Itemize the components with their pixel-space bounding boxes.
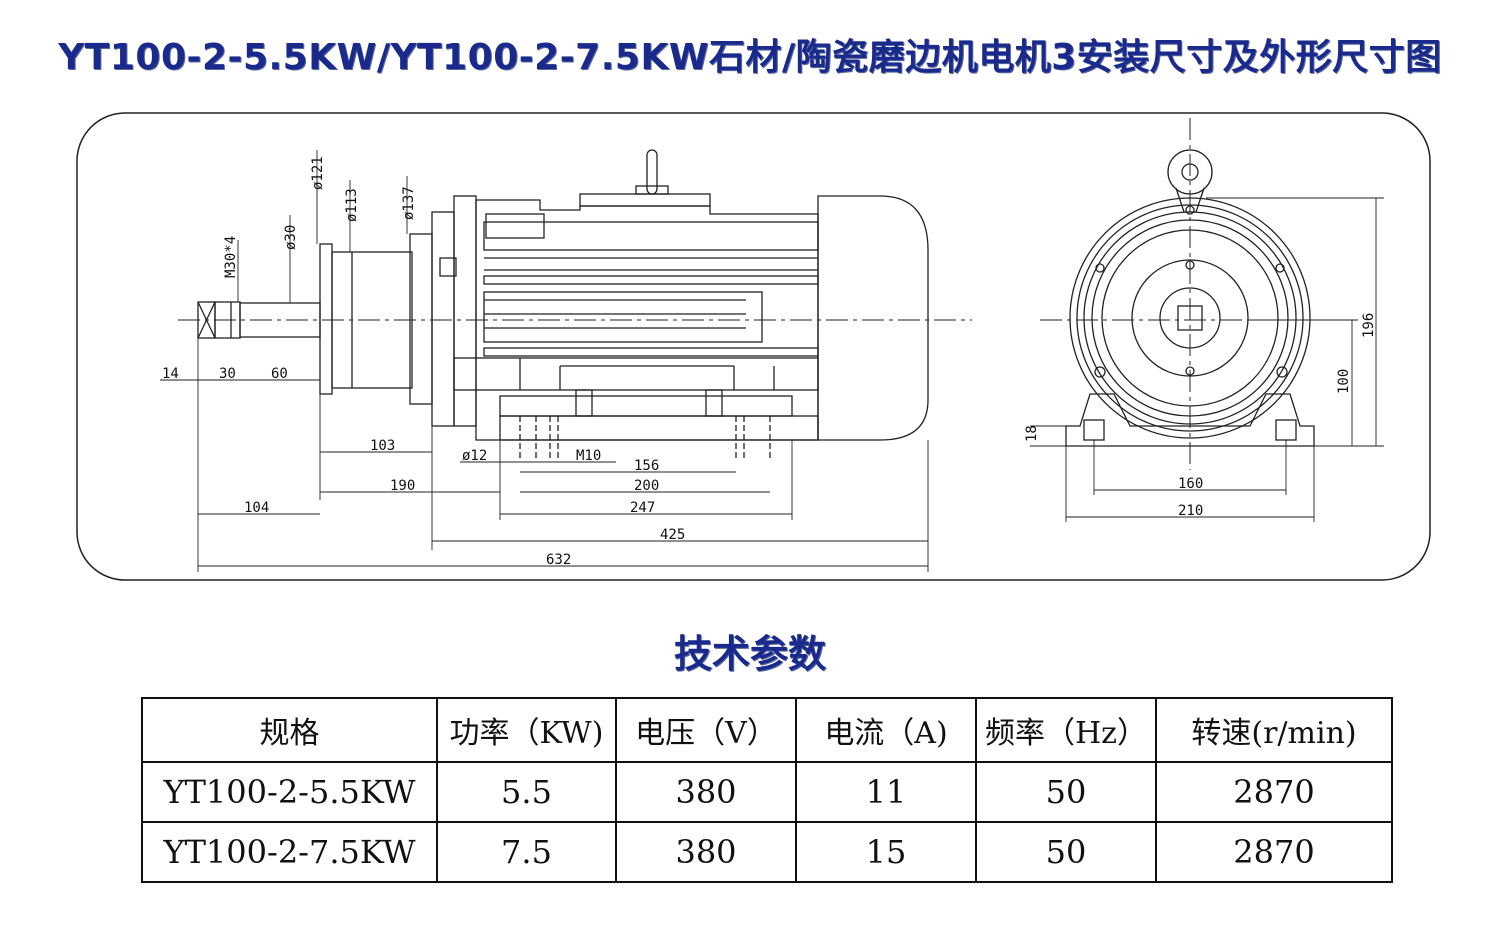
cell-frequency: 50 <box>975 761 1157 823</box>
spec-table-header-row: 规格 功率（KW) 电压（V） 电流（A) 频率（Hz） 转速(r/min) <box>141 697 1393 763</box>
label-100: 100 <box>1336 369 1352 394</box>
label-dia12: ø12 <box>462 448 487 464</box>
label-425: 425 <box>660 527 685 543</box>
label-160: 160 <box>1178 476 1203 492</box>
label-dia30: ø30 <box>283 225 299 250</box>
label-dia113: ø113 <box>344 188 360 222</box>
cell-power: 5.5 <box>436 761 617 823</box>
label-190: 190 <box>390 478 415 494</box>
label-103: 103 <box>370 438 395 454</box>
side-view <box>160 149 972 572</box>
motor-dimension-drawing: M30*4 ø30 ø121 ø113 ø137 14 30 60 103 19… <box>76 112 1431 581</box>
label-dia137: ø137 <box>401 186 417 220</box>
cell-current: 15 <box>795 821 977 883</box>
end-view <box>1030 118 1384 522</box>
header-speed: 转速(r/min) <box>1155 697 1393 763</box>
side-view-labels: M30*4 ø30 ø121 ø113 ø137 14 30 60 103 19… <box>162 156 685 568</box>
cell-current: 11 <box>795 761 977 823</box>
label-156: 156 <box>634 458 659 474</box>
header-power: 功率（KW) <box>436 697 617 763</box>
label-632: 632 <box>546 552 571 568</box>
cell-model: YT100-2-7.5KW <box>141 821 438 883</box>
label-196: 196 <box>1361 313 1377 338</box>
label-m30x4: M30*4 <box>223 236 239 278</box>
end-view-labels: 196 100 18 160 210 <box>1024 313 1377 519</box>
label-200: 200 <box>634 478 659 494</box>
cell-speed: 2870 <box>1155 761 1393 823</box>
label-18: 18 <box>1024 425 1040 442</box>
label-m10: M10 <box>576 448 601 464</box>
cell-voltage: 380 <box>615 821 797 883</box>
label-14: 14 <box>162 366 179 382</box>
cell-speed: 2870 <box>1155 821 1393 883</box>
cell-voltage: 380 <box>615 761 797 823</box>
spec-table: 规格 功率（KW) 电压（V） 电流（A) 频率（Hz） 转速(r/min) Y… <box>141 697 1393 883</box>
table-row: YT100-2-5.5KW 5.5 380 11 50 2870 <box>141 761 1393 823</box>
label-60: 60 <box>271 366 288 382</box>
header-current: 电流（A) <box>795 697 977 763</box>
page-title: YT100-2-5.5KW/YT100-2-7.5KW石材/陶瓷磨边机电机3安装… <box>58 37 1442 78</box>
table-row: YT100-2-7.5KW 7.5 380 15 50 2870 <box>141 821 1393 883</box>
label-dia121: ø121 <box>310 156 326 190</box>
header-voltage: 电压（V） <box>615 697 797 763</box>
header-frequency: 频率（Hz） <box>975 697 1157 763</box>
header-model: 规格 <box>141 697 438 763</box>
drawing-frame <box>76 112 1431 581</box>
cell-model: YT100-2-5.5KW <box>141 761 438 823</box>
label-104: 104 <box>244 500 269 516</box>
label-30: 30 <box>219 366 236 382</box>
spec-section-title: 技术参数 <box>673 632 826 676</box>
cell-power: 7.5 <box>436 821 617 883</box>
label-210: 210 <box>1178 503 1203 519</box>
cell-frequency: 50 <box>975 821 1157 883</box>
label-247: 247 <box>630 500 655 516</box>
